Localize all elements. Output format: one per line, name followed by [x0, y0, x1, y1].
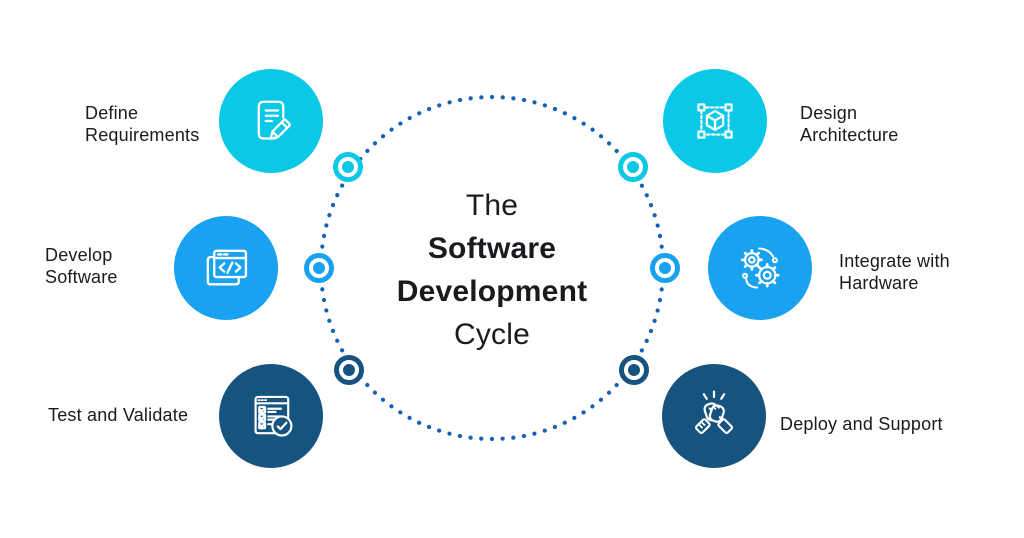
stage-label-design-architecture: Design Architecture	[800, 103, 899, 145]
stage-label-integrate-with-hardware: Integrate with Hardware	[839, 251, 950, 293]
stage-label-deploy-and-support: Deploy and Support	[780, 414, 943, 434]
stage-label-define-requirements: Define Requirements	[85, 103, 200, 145]
diagram-title: The Software Development Cycle	[342, 184, 642, 356]
stage-node-integrate-with-hardware	[708, 216, 812, 320]
cycle-marker-right	[650, 253, 680, 283]
title-line-development: Development	[396, 275, 588, 308]
handshake-icon	[694, 390, 734, 434]
cube-selection-icon	[697, 103, 733, 139]
cycle-marker-top-left	[333, 152, 363, 182]
stage-node-develop-software	[174, 216, 278, 320]
title-line-the: The	[465, 189, 519, 222]
code-window-icon	[206, 249, 248, 286]
marker-dot	[628, 364, 640, 376]
cycle-marker-bottom-left	[334, 355, 364, 385]
stage-label-develop-software: Develop Software	[45, 245, 118, 287]
stage-node-test-and-validate	[219, 364, 323, 468]
stage-node-design-architecture	[663, 69, 767, 173]
cycle-marker-left	[304, 253, 334, 283]
marker-dot	[313, 262, 325, 274]
checklist-icon	[254, 395, 293, 437]
marker-dot	[659, 262, 671, 274]
stage-label-test-and-validate: Test and Validate	[48, 405, 189, 425]
cycle-marker-bottom-right	[619, 355, 649, 385]
marker-dot	[627, 161, 639, 173]
marker-dot	[342, 161, 354, 173]
title-line-cycle: Cycle	[453, 318, 530, 351]
cycle-marker-top-right	[618, 152, 648, 182]
gears-icon	[740, 247, 780, 289]
marker-dot	[343, 364, 355, 376]
document-pencil-icon	[257, 100, 291, 140]
stage-node-deploy-and-support	[662, 364, 766, 468]
stage-node-define-requirements	[219, 69, 323, 173]
title-line-software: Software	[427, 232, 557, 265]
